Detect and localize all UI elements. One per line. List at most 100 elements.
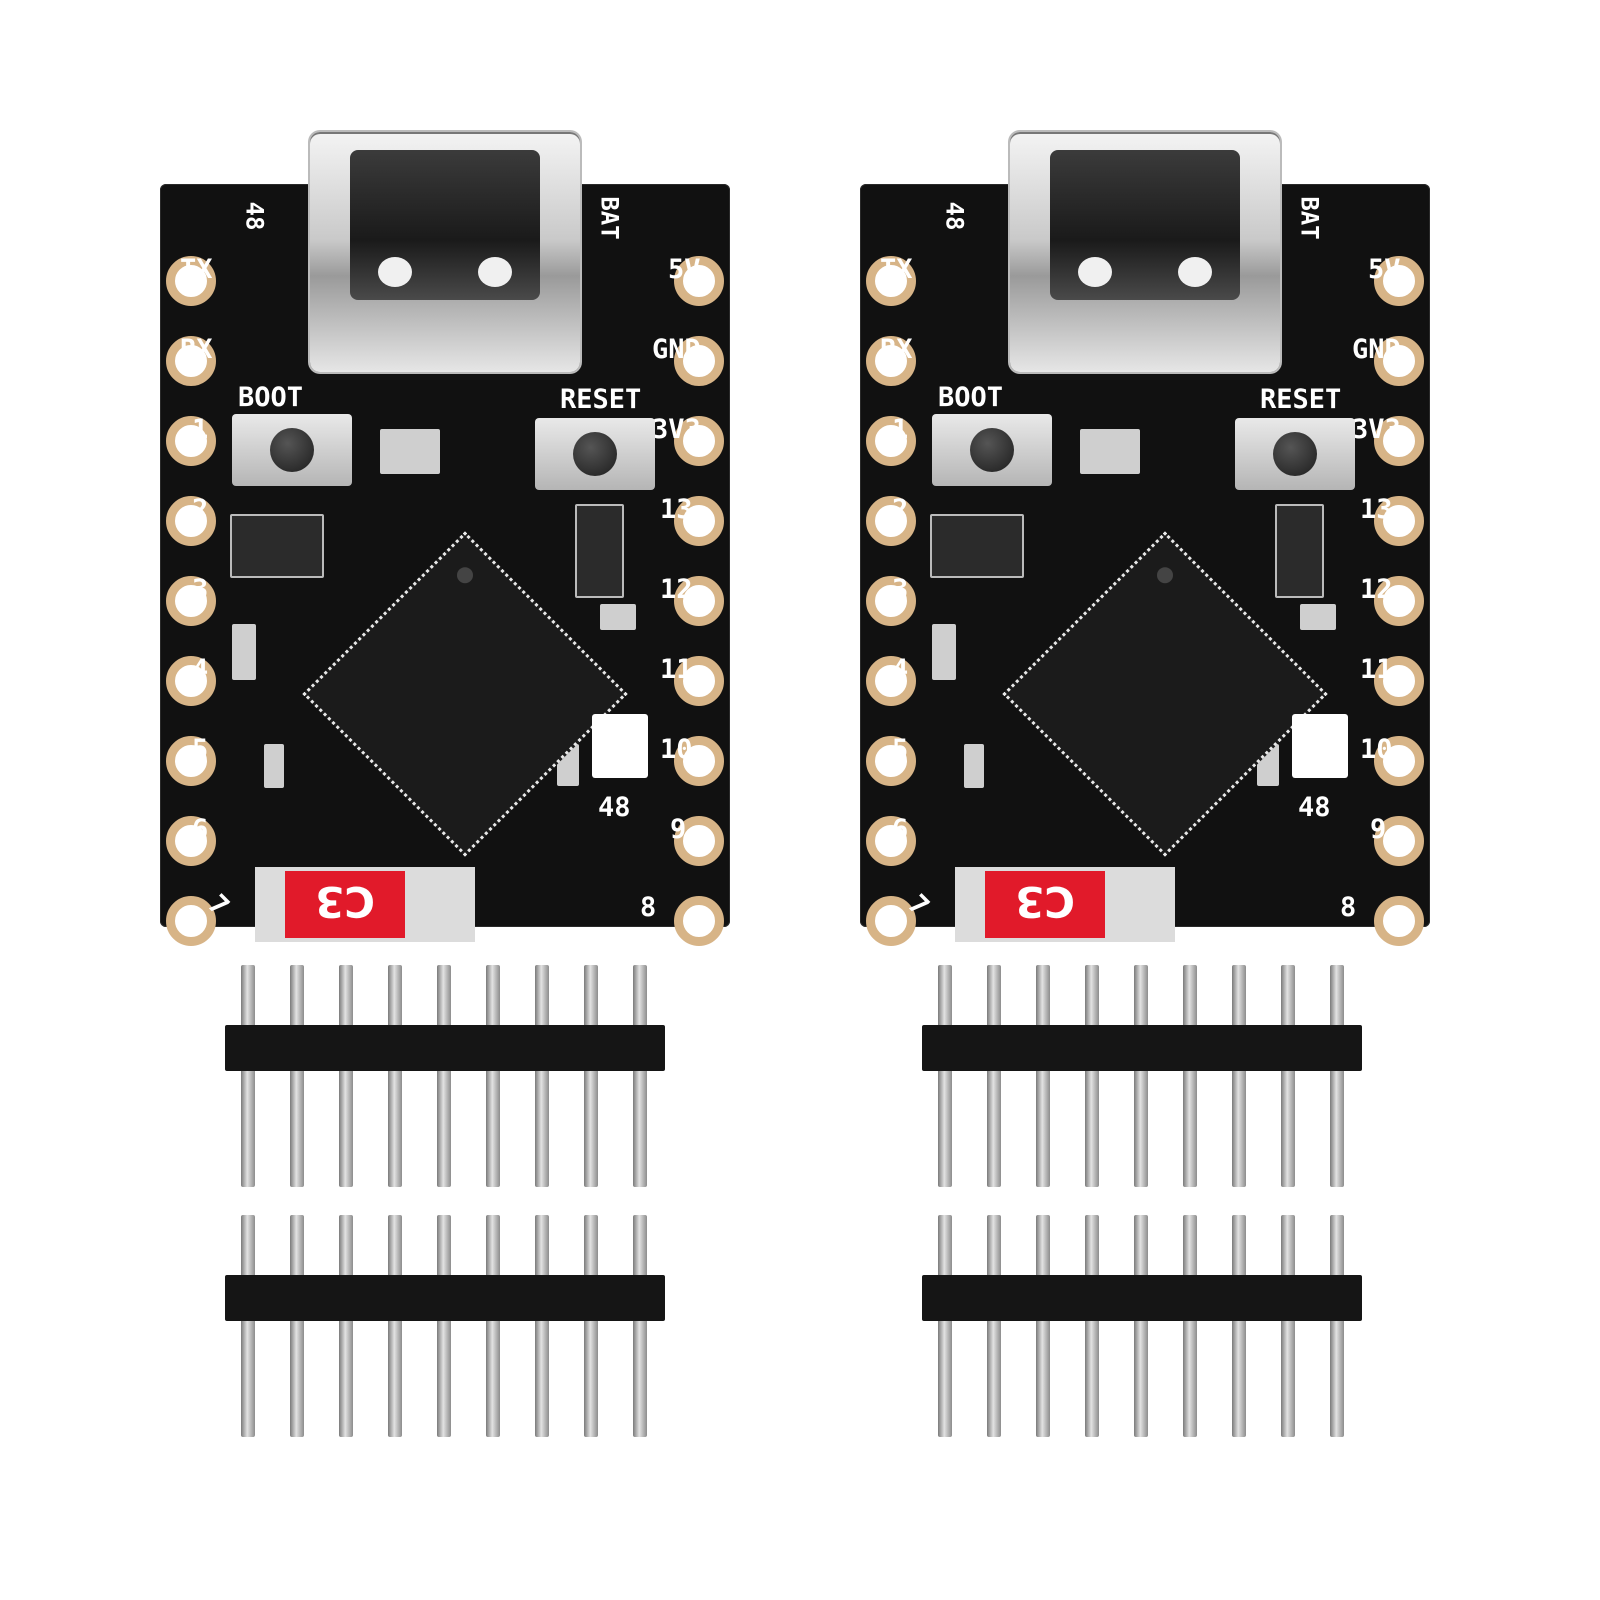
resistor: [1300, 604, 1336, 630]
header-pin: [1330, 965, 1344, 1187]
gpio-pad: [674, 896, 724, 946]
gpio-pad: [674, 416, 724, 466]
header-pin: [987, 965, 1001, 1187]
c3-badge: C3: [955, 867, 1175, 942]
pin-label-right-8: 8: [640, 892, 657, 923]
gpio-pad: [1374, 416, 1424, 466]
pin-label-right-5: 11: [1360, 654, 1393, 685]
header-pin: [987, 1215, 1001, 1437]
c3-badge-red: [985, 871, 1105, 938]
left-pin-column: [862, 256, 920, 971]
regulator-chip: [930, 514, 1024, 578]
c3-badge-text: C3: [1014, 877, 1076, 926]
reset-button-cap: [573, 432, 617, 476]
header-pin: [1134, 965, 1148, 1187]
gpio-pad: [1374, 496, 1424, 546]
pin-label-right-7: 9: [670, 814, 687, 845]
gpio-pad: [674, 816, 724, 866]
pin-label-left-7: 6: [892, 814, 909, 845]
header-pin: [339, 965, 353, 1187]
header-pin: [584, 965, 598, 1187]
header-plastic: [225, 1275, 665, 1321]
usb-c-mount-hole: [478, 257, 512, 287]
dev-board-right: 48 BAT TX RX 1 2 3 4 5 6 7 5V GND 3V3 13…: [860, 132, 1430, 946]
gpio-pad: [674, 496, 724, 546]
rgb-led-label: 48: [598, 792, 631, 823]
boot-button[interactable]: [932, 414, 1052, 486]
usb-c-mount-hole: [378, 257, 412, 287]
gpio-pad: [166, 656, 216, 706]
header-pin: [339, 1215, 353, 1437]
gpio-pad: [866, 336, 916, 386]
header-plastic: [225, 1025, 665, 1071]
header-plastic: [922, 1275, 1362, 1321]
header-pin: [388, 965, 402, 1187]
gpio-pad: [866, 256, 916, 306]
header-pin: [1281, 965, 1295, 1187]
reset-label: RESET: [1260, 384, 1342, 415]
pin-label-left-1: RX: [880, 334, 913, 365]
header-pin: [1085, 965, 1099, 1187]
header-pin: [535, 1215, 549, 1437]
pin-label-left-4: 3: [892, 574, 909, 605]
gpio-pad: [1374, 576, 1424, 626]
gpio-pad: [866, 496, 916, 546]
led-label: 48: [940, 201, 969, 231]
gpio-pad: [866, 896, 916, 946]
battery-label: BAT: [595, 196, 624, 240]
header-pin: [241, 1215, 255, 1437]
reset-label: RESET: [560, 384, 642, 415]
boot-label: BOOT: [938, 382, 1004, 413]
header-pin: [1183, 1215, 1197, 1437]
pin-label-left-7: 6: [192, 814, 209, 845]
regulator-chip: [230, 514, 324, 578]
gpio-pad: [166, 336, 216, 386]
reset-button[interactable]: [1235, 418, 1355, 490]
pin-header-left-bottom: [225, 1215, 665, 1437]
smd-ic: [575, 504, 624, 598]
header-pin: [1134, 1215, 1148, 1437]
pin-label-left-5: 4: [892, 654, 909, 685]
usb-c-connector: [310, 132, 580, 372]
header-pin: [241, 965, 255, 1187]
pin-label-right-6: 10: [660, 734, 693, 765]
boot-button-cap: [270, 428, 314, 472]
pin1-marker: [453, 563, 477, 587]
pin-label-right-4: 12: [1360, 574, 1393, 605]
pin-header-right-bottom: [922, 1215, 1362, 1437]
right-pin-column: [1370, 256, 1428, 971]
pin-header-left-top: [225, 965, 665, 1187]
usb-c-connector: [1010, 132, 1280, 372]
header-pin: [1232, 1215, 1246, 1437]
gpio-pad: [1374, 336, 1424, 386]
pin-label-right-0: 5V: [668, 254, 701, 285]
usb-c-mount-hole: [1178, 257, 1212, 287]
boot-button[interactable]: [232, 414, 352, 486]
header-pin: [938, 965, 952, 1187]
pin-label-left-1: RX: [180, 334, 213, 365]
left-pin-column: [162, 256, 220, 971]
gpio-pad: [1374, 736, 1424, 786]
gpio-pad: [1374, 656, 1424, 706]
pin-label-left-6: 5: [192, 734, 209, 765]
pin-header-right-top: [922, 965, 1362, 1187]
pin-label-right-8: 8: [1340, 892, 1357, 923]
gpio-pad: [166, 896, 216, 946]
gpio-pad: [166, 416, 216, 466]
pin-label-right-7: 9: [1370, 814, 1387, 845]
header-pin: [1183, 965, 1197, 1187]
gpio-pad: [166, 496, 216, 546]
boot-label: BOOT: [238, 382, 304, 413]
header-pin: [437, 1215, 451, 1437]
pin-label-left-6: 5: [892, 734, 909, 765]
rgb-led: [592, 714, 648, 778]
pin1-marker: [1153, 563, 1177, 587]
reset-button[interactable]: [535, 418, 655, 490]
rgb-led: [1292, 714, 1348, 778]
gpio-pad: [1374, 896, 1424, 946]
header-pin: [535, 965, 549, 1187]
c3-badge-red: [285, 871, 405, 938]
gpio-pad: [166, 736, 216, 786]
header-pin: [1036, 1215, 1050, 1437]
pin-label-left-2: 1: [192, 414, 209, 445]
